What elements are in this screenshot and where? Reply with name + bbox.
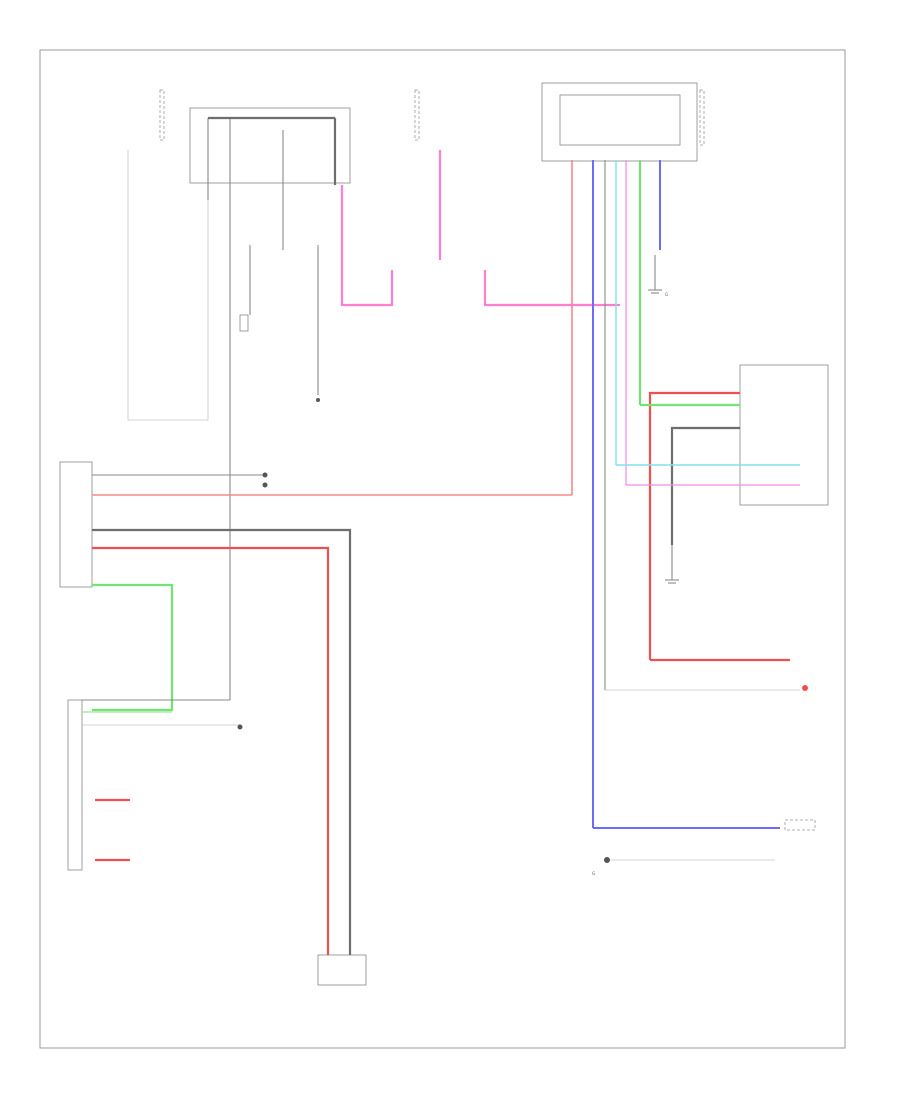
wire-red-right bbox=[648, 391, 740, 660]
wire-gray-right bbox=[670, 426, 740, 545]
wire-ecm-green bbox=[92, 583, 174, 712]
right-switch-module bbox=[739, 364, 829, 506]
sensor-bottom-right bbox=[784, 819, 816, 831]
ground-label-bottom: G bbox=[592, 871, 595, 876]
top-right-module-inner bbox=[559, 94, 681, 146]
center-fuse-outline bbox=[414, 89, 420, 141]
wire-pink-right bbox=[483, 270, 620, 307]
splice-dot-1 bbox=[316, 398, 320, 402]
splice-dot-3 bbox=[262, 482, 268, 488]
top-right-module-box bbox=[541, 82, 698, 162]
top-right-fuse-outline bbox=[699, 89, 705, 146]
wire-pink-left bbox=[340, 185, 394, 307]
diagram-frame bbox=[39, 49, 846, 1049]
wire-left-loop bbox=[127, 150, 209, 421]
ground-connector-left bbox=[239, 314, 249, 332]
ground-label-top: G bbox=[665, 292, 668, 297]
splice-dot-2 bbox=[262, 472, 268, 478]
battery-module bbox=[317, 954, 367, 986]
engine-control-module bbox=[59, 461, 93, 588]
left-fuse-box-outline bbox=[159, 89, 165, 141]
wire-ecm-red2 bbox=[92, 546, 330, 915]
wire-ecm-gray bbox=[92, 528, 352, 915]
ground-symbol-top: G bbox=[648, 255, 668, 297]
splice-dot-4 bbox=[237, 724, 243, 730]
connector-red-right bbox=[802, 685, 808, 691]
ground-bottom-right bbox=[604, 857, 610, 863]
lower-left-module bbox=[67, 699, 83, 871]
top-relay-box bbox=[189, 107, 351, 184]
ground-symbol-right bbox=[665, 545, 679, 584]
